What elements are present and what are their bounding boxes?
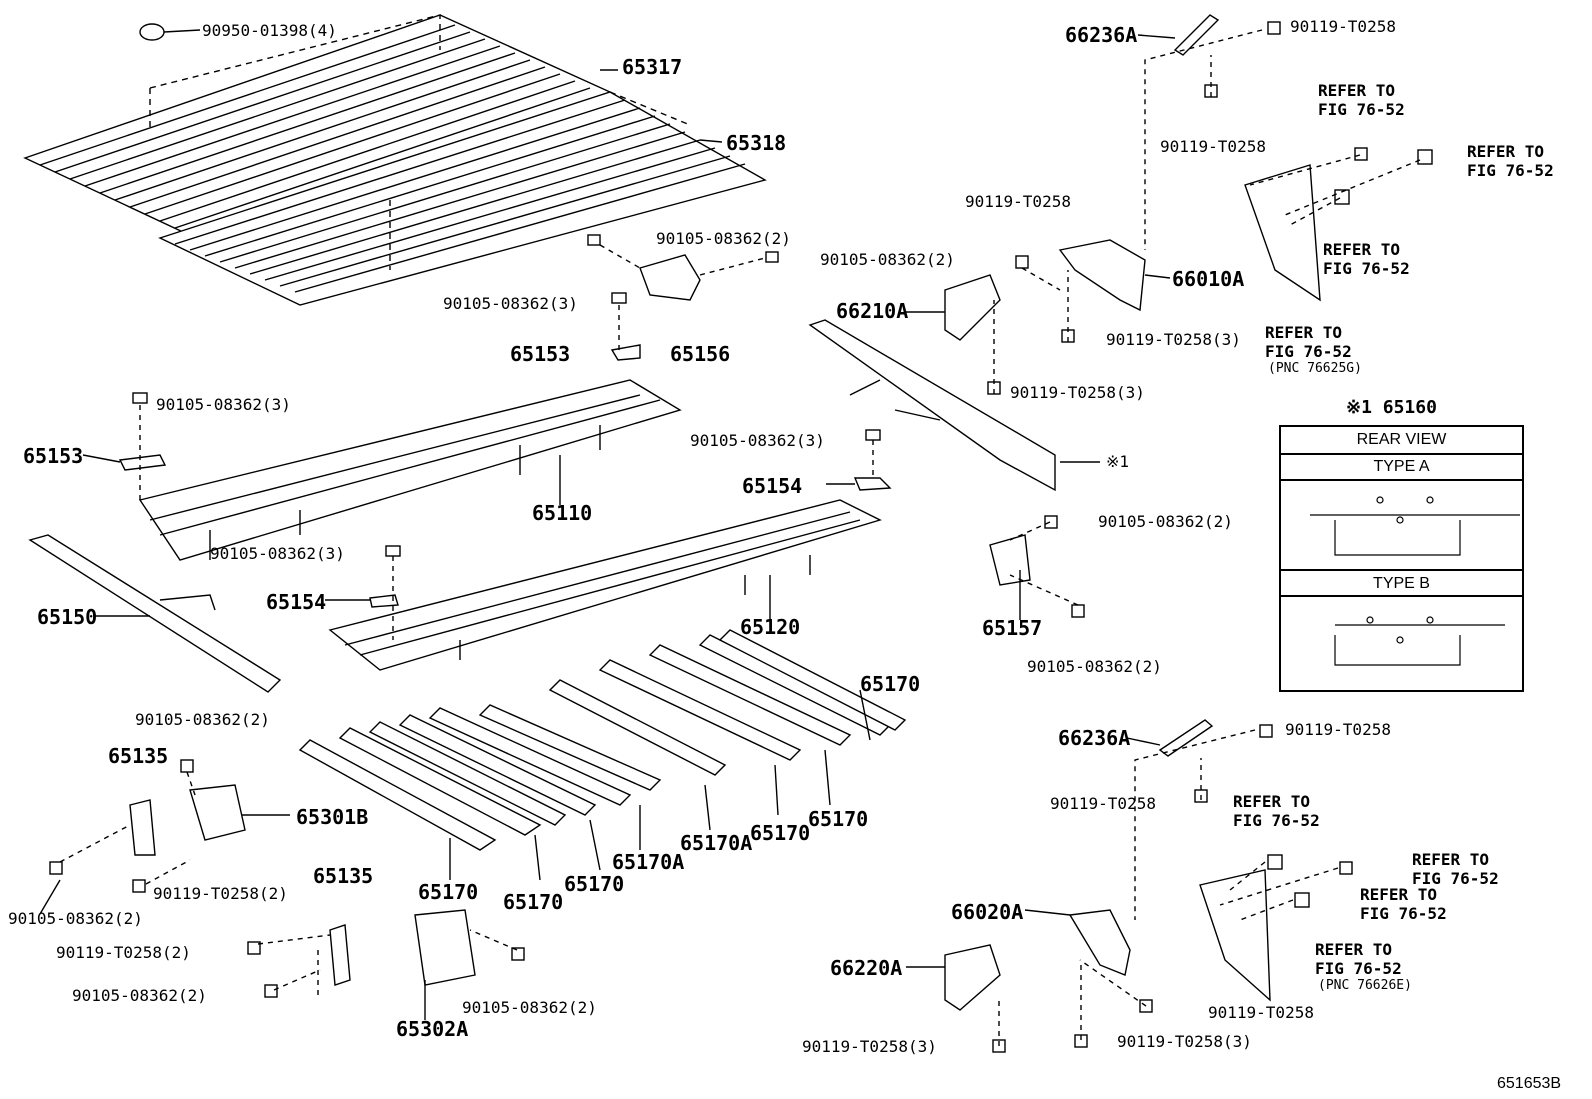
part-label: 65170A	[680, 831, 753, 855]
inset-box-65160: REAR VIEW TYPE A TYPE B	[1279, 425, 1524, 692]
pnc-label: (PNC 76625G)	[1268, 361, 1362, 376]
part-label: 65170	[503, 890, 564, 914]
refer-label: FIG 76-52	[1467, 161, 1554, 180]
part-label: 90105-08362(2)	[1098, 512, 1233, 531]
part-label: 90105-08362(2)	[72, 986, 207, 1005]
refer-label: FIG 76-52	[1265, 342, 1352, 361]
part-label: 65135	[313, 864, 374, 888]
refer-label: FIG 76-52	[1233, 811, 1320, 830]
refer-label: FIG 76-52	[1323, 259, 1410, 278]
part-label: 90119-T0258(3)	[802, 1037, 937, 1056]
part-label: 65170	[808, 807, 869, 831]
refer-label: REFER TO	[1467, 142, 1545, 161]
part-label: 65170	[564, 872, 625, 896]
refer-label: REFER TO	[1360, 885, 1438, 904]
part-label: 65301B	[296, 805, 369, 829]
part-label: 90119-T0258(3)	[1117, 1032, 1252, 1051]
part-label: 90119-T0258	[1290, 17, 1396, 36]
refer-label: FIG 76-52	[1318, 100, 1405, 119]
part-label: 66236A	[1058, 726, 1131, 750]
part-label: 66220A	[830, 956, 903, 980]
part-label: 90119-T0258(3)	[1106, 330, 1241, 349]
part-label: 65170	[750, 821, 811, 845]
type-b-heading: TYPE B	[1281, 569, 1522, 597]
part-label: 90105-08362(3)	[690, 431, 825, 450]
figure-id: 651653B	[1497, 1075, 1562, 1092]
rear-view-heading: REAR VIEW	[1281, 427, 1522, 455]
refer-label: FIG 76-52	[1360, 904, 1447, 923]
part-label: 65110	[532, 501, 593, 525]
part-label: 65153	[510, 342, 571, 366]
refer-label: REFER TO	[1412, 850, 1490, 869]
crossmember-65120	[328, 499, 882, 671]
refer-label: REFER TO	[1233, 792, 1311, 811]
part-label: 90119-T0258	[1160, 137, 1266, 156]
part-label: 90119-T0258	[965, 192, 1071, 211]
crossmember-65110	[138, 379, 682, 561]
part-label: 90105-08362(3)	[210, 544, 345, 563]
bracket-65156	[639, 254, 701, 301]
part-label: 90105-08362(2)	[135, 710, 270, 729]
refer-label: FIG 76-52	[1315, 959, 1402, 978]
part-label: 90105-08362(3)	[156, 395, 291, 414]
part-label: 90119-T0258	[1285, 720, 1391, 739]
part-label: 66010A	[1172, 267, 1245, 291]
part-label: 90119-T0258	[1208, 1003, 1314, 1022]
part-label: 90105-08362(2)	[656, 229, 791, 248]
part-label: 90119-T0258(3)	[1010, 383, 1145, 402]
part-label: 65170	[418, 880, 479, 904]
runners-65170	[298, 629, 907, 851]
part-label: 65170	[860, 672, 921, 696]
refer-label: REFER TO	[1323, 240, 1401, 259]
part-label: 90105-08362(2)	[462, 998, 597, 1017]
rail-65150	[28, 534, 282, 693]
part-label: 65120	[740, 615, 801, 639]
part-label: 66020A	[951, 900, 1024, 924]
pnc-label: (PNC 76626E)	[1318, 978, 1412, 993]
part-label: 90950-01398(4)	[202, 21, 337, 40]
floor-panel-65317	[23, 14, 612, 241]
refer-label: REFER TO	[1315, 940, 1393, 959]
inset-title: ※1 65160	[1346, 397, 1437, 418]
part-label: 90119-T0258	[1050, 794, 1156, 813]
part-label: 65153	[23, 444, 84, 468]
refer-label: REFER TO	[1265, 323, 1343, 342]
inset-artwork	[1310, 496, 1520, 666]
part-label: 90105-08362(3)	[443, 294, 578, 313]
part-label: 65302A	[396, 1017, 469, 1041]
rear-crossmember	[808, 319, 1056, 492]
part-label: 65154	[742, 474, 803, 498]
part-label: 90119-T0258(2)	[153, 884, 288, 903]
part-label: 65135	[108, 744, 169, 768]
type-a-heading: TYPE A	[1281, 455, 1522, 481]
part-label: 65154	[266, 590, 327, 614]
part-label: 65317	[622, 55, 683, 79]
part-label: 65150	[37, 605, 98, 629]
part-label: 66236A	[1065, 23, 1138, 47]
part-label: 90105-08362(2)	[820, 250, 955, 269]
part-label: 65156	[670, 342, 731, 366]
part-label: 66210A	[836, 299, 909, 323]
part-label: 90105-08362(2)	[1027, 657, 1162, 676]
note-label: ※1	[1106, 452, 1130, 471]
bracket-65157	[989, 534, 1031, 586]
part-label: 65170A	[612, 850, 685, 874]
part-label: 65318	[726, 131, 787, 155]
refer-label: REFER TO	[1318, 81, 1396, 100]
part-label: 90105-08362(2)	[8, 909, 143, 928]
refer-label: FIG 76-52	[1412, 869, 1499, 888]
part-label: 90119-T0258(2)	[56, 943, 191, 962]
floor-panel-65318	[158, 91, 767, 306]
part-label: 65157	[982, 616, 1043, 640]
